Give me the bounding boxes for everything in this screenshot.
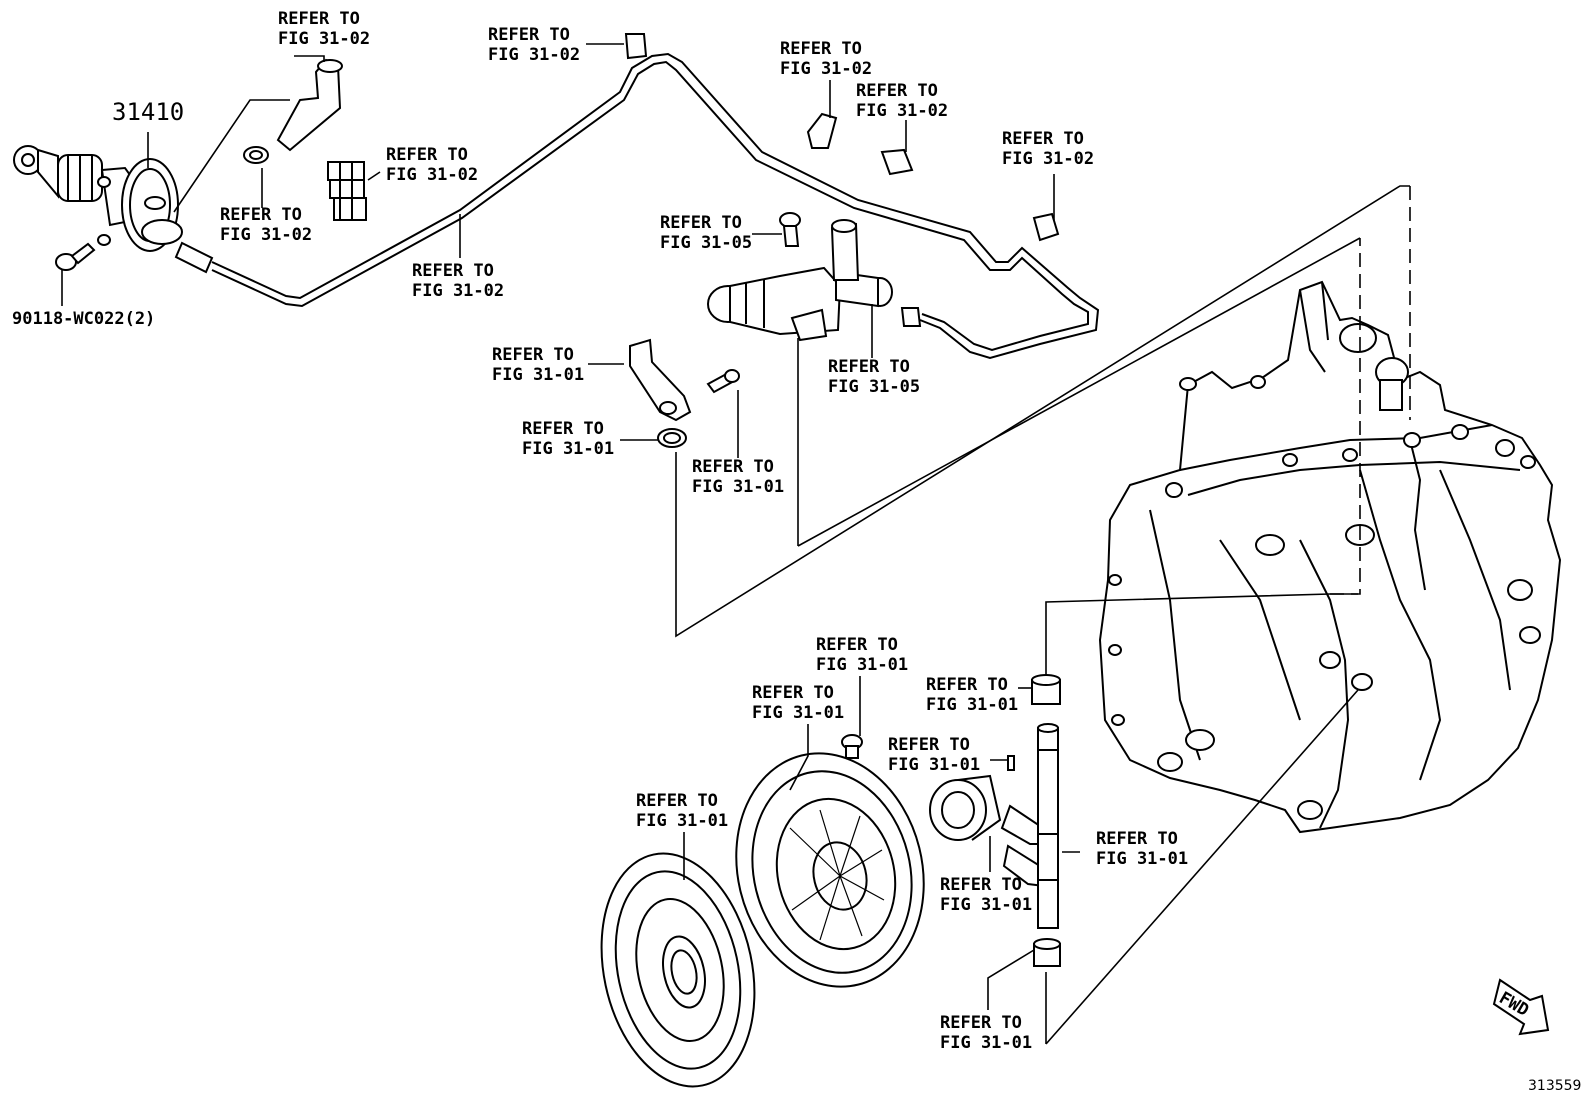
callout-ref-17-line1[interactable]: REFER TO xyxy=(926,675,1008,695)
callout-ref-6-line1[interactable]: REFER TO xyxy=(780,39,862,59)
callout-ref-8-line1[interactable]: REFER TO xyxy=(1002,129,1084,149)
fwd-arrow-icon xyxy=(1492,978,1550,1036)
callout-ref-13-line2[interactable]: FIG 31-01 xyxy=(692,477,784,497)
callout-ref-5-line2[interactable]: FIG 31-02 xyxy=(488,45,580,65)
callout-ref-7-line1[interactable]: REFER TO xyxy=(856,81,938,101)
hose-clip-drawing xyxy=(243,146,269,164)
callout-ref-5-line1[interactable]: REFER TO xyxy=(488,25,570,45)
shift-shaft-drawing xyxy=(1037,723,1059,929)
figure-id: 313559 xyxy=(1528,1078,1581,1094)
shaft-bushing-bottom-drawing xyxy=(1033,938,1061,967)
callout-ref-1-line2[interactable]: FIG 31-02 xyxy=(278,29,370,49)
pedal-bolt-drawing xyxy=(706,369,740,394)
callout-ref-19-line2[interactable]: FIG 31-01 xyxy=(1096,849,1188,869)
clutch-tube-drawing xyxy=(211,52,1100,360)
callout-ref-16-line2[interactable]: FIG 31-01 xyxy=(636,811,728,831)
bushing-ring-drawing xyxy=(657,428,687,448)
callout-ref-19-line1[interactable]: REFER TO xyxy=(1096,829,1178,849)
callout-ref-20-line1[interactable]: REFER TO xyxy=(940,875,1022,895)
callout-ref-9-line1[interactable]: REFER TO xyxy=(660,213,742,233)
callout-ref-14-line1[interactable]: REFER TO xyxy=(816,635,898,655)
callout-ref-12-line1[interactable]: REFER TO xyxy=(522,419,604,439)
callout-ref-14-line2[interactable]: FIG 31-01 xyxy=(816,655,908,675)
part-number-bolt[interactable]: 90118-WC022(2) xyxy=(12,309,155,329)
callout-ref-17-line2[interactable]: FIG 31-01 xyxy=(926,695,1018,715)
callout-ref-18-line1[interactable]: REFER TO xyxy=(888,735,970,755)
line-bracket-drawing xyxy=(327,161,367,221)
callout-ref-4-line2[interactable]: FIG 31-02 xyxy=(412,281,504,301)
release-bearing-drawing xyxy=(929,774,1002,841)
callout-labels[interactable]: REFER TO FIG 31-02 REFER TO FIG 31-02 RE… xyxy=(12,9,1188,1053)
clutch-cover-drawing xyxy=(735,752,925,988)
callout-ref-9-line2[interactable]: FIG 31-05 xyxy=(660,233,752,253)
callout-ref-10-line2[interactable]: FIG 31-05 xyxy=(828,377,920,397)
callout-ref-20-line2[interactable]: FIG 31-01 xyxy=(940,895,1032,915)
callout-ref-11-line1[interactable]: REFER TO xyxy=(492,345,574,365)
assembly-guide-lines xyxy=(675,185,1411,1045)
transmission-case-drawing xyxy=(1098,280,1562,834)
callout-ref-4-line1[interactable]: REFER TO xyxy=(412,261,494,281)
master-cylinder-drawing xyxy=(707,219,922,342)
part-number-31410[interactable]: 31410 xyxy=(112,98,184,126)
hose-drawing xyxy=(276,58,343,152)
callout-ref-6-line2[interactable]: FIG 31-02 xyxy=(780,59,872,79)
callout-ref-8-line2[interactable]: FIG 31-02 xyxy=(1002,149,1094,169)
callout-ref-16-line1[interactable]: REFER TO xyxy=(636,791,718,811)
clutch-disc-drawing xyxy=(600,852,756,1088)
leader-lines xyxy=(61,43,1080,1010)
callout-ref-2-line2[interactable]: FIG 31-02 xyxy=(220,225,312,245)
callout-ref-21-line2[interactable]: FIG 31-01 xyxy=(940,1033,1032,1053)
callout-ref-3-line1[interactable]: REFER TO xyxy=(386,145,468,165)
release-fork-drawing xyxy=(1000,755,1048,888)
release-cylinder-drawing xyxy=(13,145,214,274)
shaft-bushing-top-drawing xyxy=(1031,674,1061,705)
tube-clips-drawing xyxy=(624,33,1060,242)
callout-ref-13-line1[interactable]: REFER TO xyxy=(692,457,774,477)
callout-ref-2-line1[interactable]: REFER TO xyxy=(220,205,302,225)
callout-ref-7-line2[interactable]: FIG 31-02 xyxy=(856,101,948,121)
callout-ref-12-line2[interactable]: FIG 31-01 xyxy=(522,439,614,459)
master-cylinder-bolt-drawing xyxy=(779,212,801,247)
callout-ref-11-line2[interactable]: FIG 31-01 xyxy=(492,365,584,385)
callout-ref-3-line2[interactable]: FIG 31-02 xyxy=(386,165,478,185)
pedal-link-drawing xyxy=(629,338,692,422)
callout-ref-18-line2[interactable]: FIG 31-01 xyxy=(888,755,980,775)
callout-ref-21-line1[interactable]: REFER TO xyxy=(940,1013,1022,1033)
cover-bolt-drawing xyxy=(841,734,863,759)
callout-ref-15-line2[interactable]: FIG 31-01 xyxy=(752,703,844,723)
callout-ref-1-line1[interactable]: REFER TO xyxy=(278,9,360,29)
callout-ref-10-line1[interactable]: REFER TO xyxy=(828,357,910,377)
callout-ref-15-line1[interactable]: REFER TO xyxy=(752,683,834,703)
